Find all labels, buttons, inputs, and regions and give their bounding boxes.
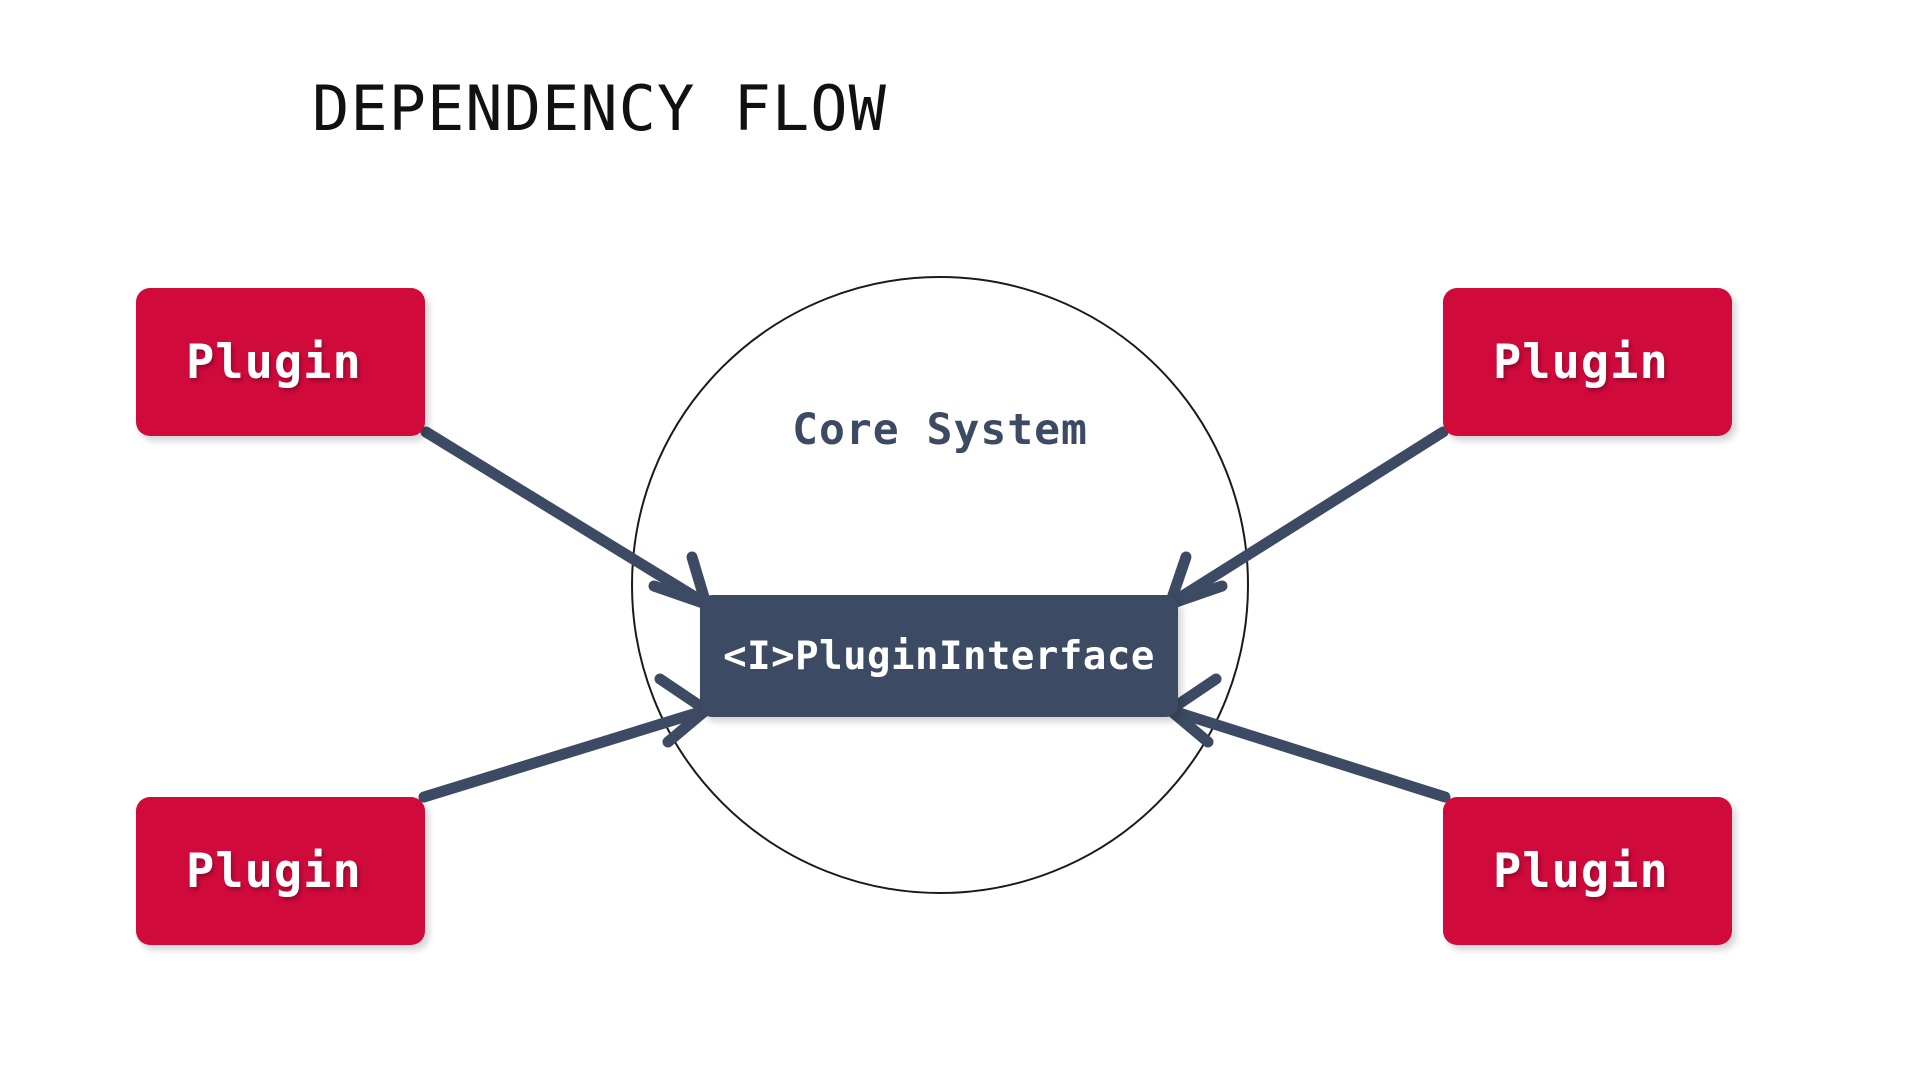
core-system-circle — [631, 276, 1249, 894]
node-plugin-top-right[interactable]: Plugin — [1443, 288, 1732, 436]
arrow-bottom-right-to-interface — [1164, 673, 1451, 803]
node-plugin-top-left-label: Plugin — [186, 334, 362, 390]
core-system-label: Core System — [792, 405, 1088, 455]
node-plugin-bottom-right-label: Plugin — [1493, 843, 1669, 899]
node-plugin-interface-label: <I>PluginInterface — [723, 633, 1155, 679]
node-plugin-bottom-left-label: Plugin — [186, 843, 362, 899]
arrow-top-left-to-interface — [420, 426, 712, 610]
node-plugin-top-right-label: Plugin — [1493, 334, 1669, 390]
node-plugin-top-left[interactable]: Plugin — [136, 288, 425, 436]
arrow-top-right-to-interface — [1164, 426, 1449, 610]
node-plugin-bottom-left[interactable]: Plugin — [136, 797, 425, 945]
node-plugin-bottom-right[interactable]: Plugin — [1443, 797, 1732, 945]
arrow-bottom-left-to-interface — [418, 673, 712, 803]
node-plugin-interface[interactable]: <I>PluginInterface — [700, 595, 1178, 717]
page-title: DEPENDENCY FLOW — [312, 72, 887, 145]
